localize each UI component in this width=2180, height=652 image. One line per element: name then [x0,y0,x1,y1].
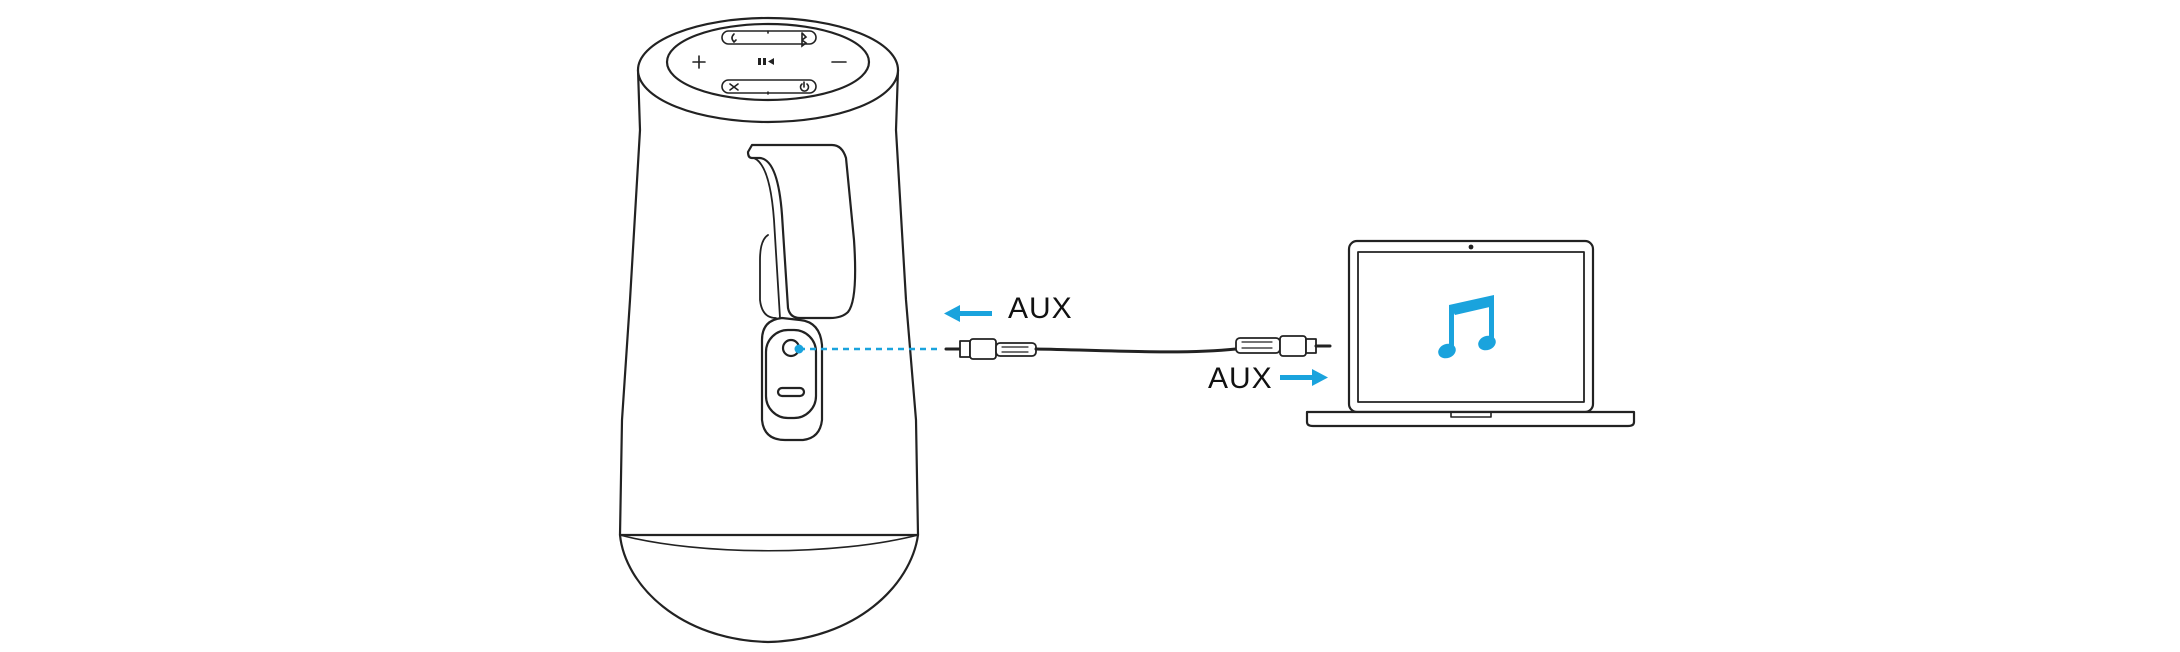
speaker-body [618,68,920,537]
speaker-base [618,533,920,644]
arrow-left-icon [944,305,992,322]
aux-label-laptop: AUX [1208,362,1273,395]
laptop [1305,239,1636,428]
bluetooth-icon [801,32,808,48]
control-panel [665,22,871,102]
party-icon [729,83,739,91]
port-marker-dot [794,344,804,354]
aux-label-speaker: AUX [1008,292,1073,325]
music-note-icon [1438,295,1496,359]
speaker [618,16,920,644]
webcam [1468,244,1474,250]
control-buttons [692,30,847,95]
phone-icon [731,33,737,44]
port-panel [764,328,818,420]
arrow-right-icon [1280,369,1328,386]
aux-cable [944,335,1332,360]
laptop-screen [1357,251,1585,403]
play-pause-icon [758,58,774,65]
usb-c-port [776,386,806,398]
plus-icon [692,55,706,69]
power-icon [799,81,810,92]
port-cover [760,316,824,442]
laptop-base [1305,410,1636,428]
